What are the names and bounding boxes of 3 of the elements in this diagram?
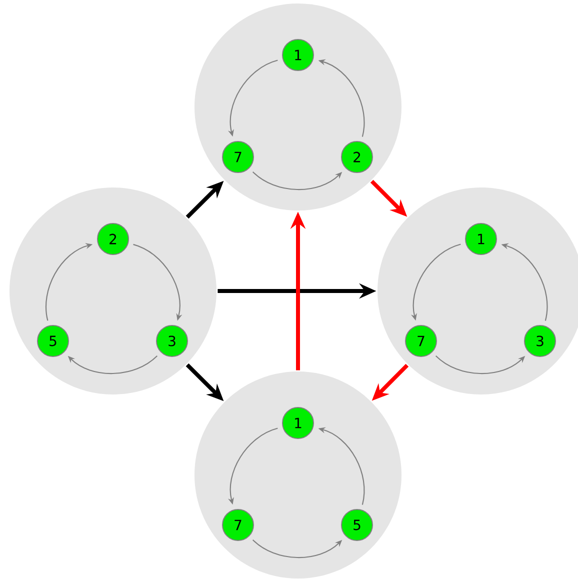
big-circle	[194, 4, 402, 210]
big-circle	[194, 372, 402, 578]
big-circle	[10, 188, 216, 394]
